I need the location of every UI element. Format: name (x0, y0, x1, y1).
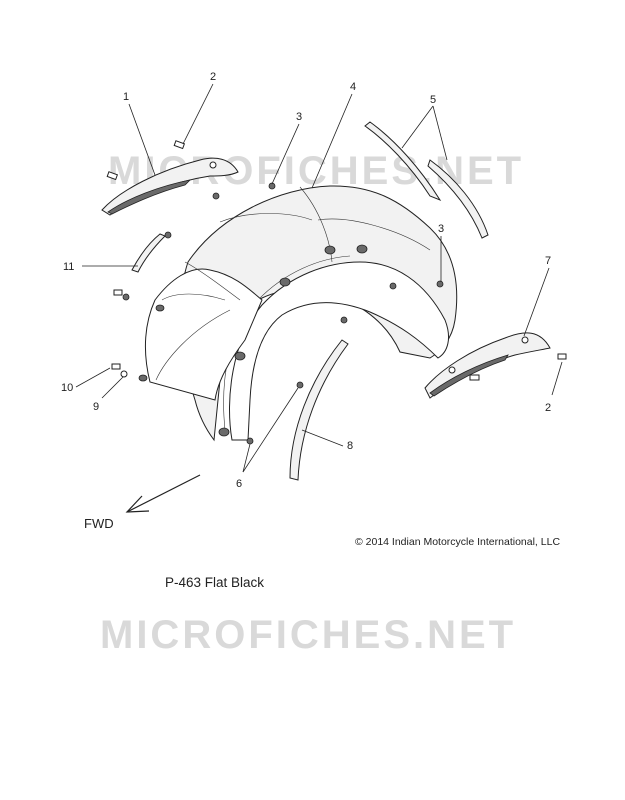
callout-6: 6 (236, 478, 242, 490)
fwd-arrow-icon (125, 474, 201, 513)
part-1-trim (101, 157, 239, 216)
direction-label: FWD (84, 516, 114, 531)
hardware (106, 140, 567, 445)
watermark-bottom: MICROFICHES.NET (100, 613, 516, 657)
callout-9: 9 (93, 401, 99, 413)
part-8-trim (289, 339, 349, 481)
paint-code: P-463 Flat Black (165, 575, 264, 590)
callout-3b: 3 (438, 223, 444, 235)
callout-2: 2 (210, 71, 216, 83)
rear-fender (138, 185, 458, 442)
callout-10: 10 (61, 382, 73, 394)
part-5-trim-strip (364, 121, 489, 239)
callout-2b: 2 (545, 402, 551, 414)
callout-3: 3 (296, 111, 302, 123)
leader-lines (75, 83, 563, 473)
callout-8: 8 (347, 440, 353, 452)
callout-7: 7 (545, 255, 551, 267)
callout-11: 11 (63, 261, 74, 273)
callout-4: 4 (350, 81, 356, 93)
callout-5: 5 (430, 94, 436, 106)
part-7-trim (424, 332, 551, 399)
callout-1: 1 (123, 91, 129, 103)
copyright: © 2014 Indian Motorcycle International, … (355, 536, 560, 548)
